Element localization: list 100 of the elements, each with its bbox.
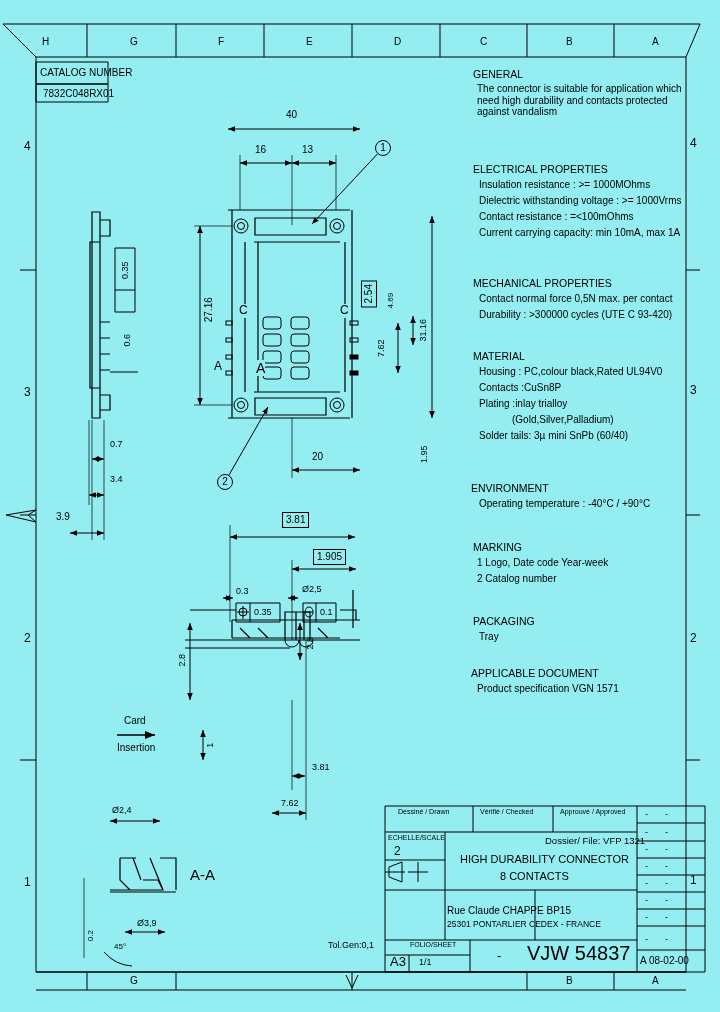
dimension-value: 7.62 [375,339,386,357]
dimension-value: 16 [255,144,267,156]
note-text: Card [124,715,146,727]
title-block-text: 25301 PONTARLIER CEDEX - FRANCE [447,920,601,930]
dimension-value: 0.6 [121,333,132,347]
grid-reference: 3 [24,386,31,400]
grid-reference: 3 [690,384,697,398]
spec-text: Solder tails: 3µ mini SnPb (60/40) [479,430,629,442]
leader-line [311,153,379,225]
section-mark: C [239,304,248,318]
leader-line [228,406,269,476]
title-block-text: HIGH DURABILITY CONNECTOR [460,853,629,866]
grid-reference: H [42,36,50,48]
grid-reference: F [218,36,225,48]
dimension-value: 13 [302,144,314,156]
section-heading: ELECTRICAL PROPERTIES [473,163,608,176]
revision-entry: - [665,878,668,889]
dimension-value: Ø2,4 [112,805,132,816]
revision-entry: - [645,809,648,820]
grid-reference: G [130,36,138,48]
grid-reference: A [652,36,659,48]
revision-entry: - [645,912,648,923]
spec-text: Current carrying capacity: min 10mA, max 1A [479,227,681,239]
dimension-value: 45° [114,942,127,952]
grid-reference: D [394,36,402,48]
grid-reference: G [130,975,138,987]
spec-text: Tray [479,631,499,643]
dimension-value: 2.8 [176,653,187,667]
section-mark: C [340,304,349,318]
spec-text: (Gold,Silver,Palladium) [512,414,614,426]
grid-reference: E [306,36,313,48]
spec-text: Operating temperature : -40°C / +90°C [479,498,651,510]
spec-text: The connector is suitable for application which need high durability and contacts protected against vandalism [477,83,683,118]
dimension-value: Ø3,9 [137,918,157,929]
grid-reference: C [480,36,488,48]
section-heading: ENVIRONMENT [471,482,549,495]
revision-entry: - [645,934,648,945]
dimension-value: Ø2,5 [302,584,322,595]
section-heading: PACKAGING [473,615,535,628]
dimension-value: 0.35 [119,261,130,279]
title-block-text: 2 [394,845,401,859]
dimension-value: 3.9 [56,511,70,523]
section-mark: A [256,360,266,377]
title-block-text: A3 [390,955,406,970]
basic-dimension: 3.81 [282,512,310,528]
section-heading: MATERIAL [473,350,525,363]
section-heading: GENERAL [473,68,524,81]
revision-entry: - [665,912,668,923]
title-block-text: 8 CONTACTS [500,870,569,883]
grid-reference: 2 [690,632,697,646]
grid-reference: B [566,975,573,987]
spec-text: Insulation resistance : >= 1000MOhms [479,179,651,191]
revision-entry: - [645,895,648,906]
dimension-value: 3.81 [312,762,330,773]
basic-dimension: 1.905 [313,549,347,565]
revision-entry: - [645,878,648,889]
revision-entry: - [665,809,668,820]
dimension-value: 20 [312,451,324,463]
revision-entry: - [665,827,668,838]
revision-entry: - [665,934,668,945]
callout-number: 1 [375,140,391,156]
section-heading: MARKING [473,541,522,554]
spec-text: Product specification VGN 1571 [477,683,619,695]
spec-text: 1 Logo, Date code Year-week [477,557,609,569]
title-block-text: Dossier/ File: VFP 1321 [545,836,646,847]
table-heading: CATALOG NUMBER [40,67,133,79]
spec-text: Contact resistance : =<100mOhms [479,211,634,223]
dimension-value: 1 [204,742,216,748]
revision-entry: - [665,861,668,872]
dimension-value: 31.16 [417,318,428,342]
spec-text: Plating :inlay trialloy [479,398,568,410]
grid-reference: A [652,975,659,987]
spec-text: 2 Catalog number [477,573,557,585]
title-block-text: 1/1 [419,957,432,968]
revision-entry: - [665,895,668,906]
dimension-value: 0.2 [85,929,95,941]
revision-entry: - [645,827,648,838]
spec-text: Contacts :CuSn8P [479,382,562,394]
title-block-text: A 08-02-00 [640,955,689,967]
grid-reference: 4 [24,140,31,154]
dimension-value: 1.95 [418,445,429,463]
grid-reference: 1 [690,874,697,888]
spec-text: Dielectric withstanding voltage : >= 1000Vrms [479,195,682,207]
dimension-value: 40 [286,109,298,121]
dimension-value: 3.4 [110,474,123,485]
callout-number: 2 [217,474,233,490]
catalog-number: 7832C048RX01 [43,88,115,100]
drawing-number: VJW 54837 [527,942,631,965]
grid-reference: 2 [24,632,31,646]
grid-reference: 1 [24,876,31,890]
section-heading: APPLICABLE DOCUMENT [471,667,599,680]
grid-reference: 4 [690,137,697,151]
dimension-value: 4.69 [386,292,396,308]
spec-text: Contact normal force 0,5N max. per contact [479,293,673,305]
revision-entry: - [665,844,668,855]
revision-entry: - [645,844,648,855]
section-heading: MECHANICAL PROPERTIES [473,277,612,290]
note-text: Tol.Gen:0,1 [328,940,375,951]
revision-entry: - [645,861,648,872]
note-text: Insertion [117,742,156,754]
